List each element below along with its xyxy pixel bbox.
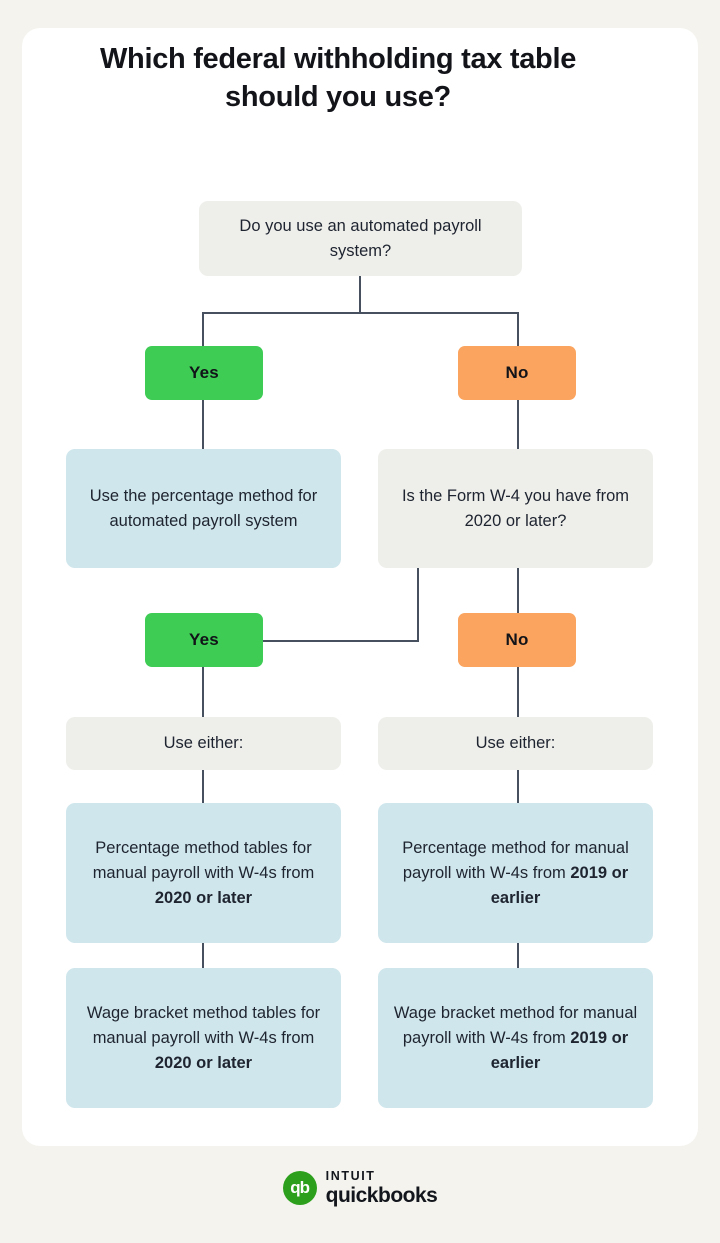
outcome-percentage-right: Percentage method for manual payroll wit… bbox=[378, 803, 653, 943]
connector-q1-to-no bbox=[517, 312, 519, 348]
outcome-wage-bracket-left: Wage bracket method tables for manual pa… bbox=[66, 968, 341, 1108]
connector-q2-yes-arm bbox=[263, 640, 419, 642]
quickbooks-wordmark-text: quickbooks bbox=[325, 1183, 438, 1207]
question-w4-year-label: Is the Form W-4 you have from 2020 or la… bbox=[401, 486, 630, 530]
outcome-wage-bracket-left-lead: Wage bracket method tables for manual pa… bbox=[86, 1003, 321, 1047]
result-percentage-automated-label: Use the percentage method for automated … bbox=[89, 486, 318, 530]
intuit-wordmark: INTUIT bbox=[325, 1169, 376, 1183]
answer-yes-automated[interactable]: Yes bbox=[145, 346, 263, 400]
connector-percentage-left-down bbox=[202, 943, 204, 969]
connector-use-either-right-down bbox=[517, 770, 519, 804]
answer-yes-w4-2020-label: Yes bbox=[189, 630, 219, 649]
answer-no-automated[interactable]: No bbox=[458, 346, 576, 400]
quickbooks-qb-icon: qb bbox=[282, 1170, 317, 1205]
connector-use-either-left-down bbox=[202, 770, 204, 804]
outcome-percentage-left: Percentage method tables for manual payr… bbox=[66, 803, 341, 943]
connector-yes1-down bbox=[202, 400, 204, 450]
quickbooks-logo: qb INTUIT quickbooks bbox=[0, 1170, 720, 1206]
connector-no2-down bbox=[517, 667, 519, 718]
question-automated-payroll-label: Do you use an automated payroll system? bbox=[239, 216, 482, 260]
use-either-right-label: Use either: bbox=[475, 734, 556, 752]
connector-yes2-down bbox=[202, 667, 204, 718]
outcome-percentage-left-emphasis: 2020 or later bbox=[154, 888, 253, 907]
use-either-right: Use either: bbox=[378, 717, 653, 770]
connector-q1-to-yes bbox=[202, 312, 204, 348]
answer-yes-w4-2020[interactable]: Yes bbox=[145, 613, 263, 667]
use-either-left-label: Use either: bbox=[163, 734, 244, 752]
use-either-left: Use either: bbox=[66, 717, 341, 770]
answer-no-w4-2020[interactable]: No bbox=[458, 613, 576, 667]
connector-percentage-right-down bbox=[517, 943, 519, 969]
outcome-percentage-left-lead: Percentage method tables for manual payr… bbox=[92, 838, 315, 882]
outcome-percentage-right-lead: Percentage method for manual payroll wit… bbox=[402, 838, 629, 882]
connector-q2-yes-stem bbox=[417, 568, 419, 642]
quickbooks-wordmark: INTUIT quickbooks bbox=[326, 1170, 438, 1206]
question-w4-year: Is the Form W-4 you have from 2020 or la… bbox=[378, 449, 653, 568]
outcome-wage-bracket-left-emphasis: 2020 or later bbox=[154, 1053, 253, 1072]
connector-q2-no-stem bbox=[517, 568, 519, 614]
page-title: Which federal withholding tax table shou… bbox=[99, 43, 577, 113]
connector-q1-stem bbox=[359, 276, 361, 313]
outcome-wage-bracket-right: Wage bracket method for manual payroll w… bbox=[378, 968, 653, 1108]
answer-no-automated-label: No bbox=[505, 363, 529, 382]
outcome-percentage-right-emphasis: 2019 or earlier bbox=[490, 863, 629, 907]
connector-q1-crossbar bbox=[202, 312, 519, 314]
question-automated-payroll: Do you use an automated payroll system? bbox=[199, 201, 522, 276]
outcome-wage-bracket-right-emphasis: 2019 or earlier bbox=[490, 1028, 629, 1072]
outcome-wage-bracket-right-lead: Wage bracket method for manual payroll w… bbox=[393, 1003, 638, 1047]
answer-no-w4-2020-label: No bbox=[505, 630, 529, 649]
connector-no1-down bbox=[517, 400, 519, 450]
result-percentage-automated: Use the percentage method for automated … bbox=[66, 449, 341, 568]
answer-yes-automated-label: Yes bbox=[189, 363, 219, 382]
